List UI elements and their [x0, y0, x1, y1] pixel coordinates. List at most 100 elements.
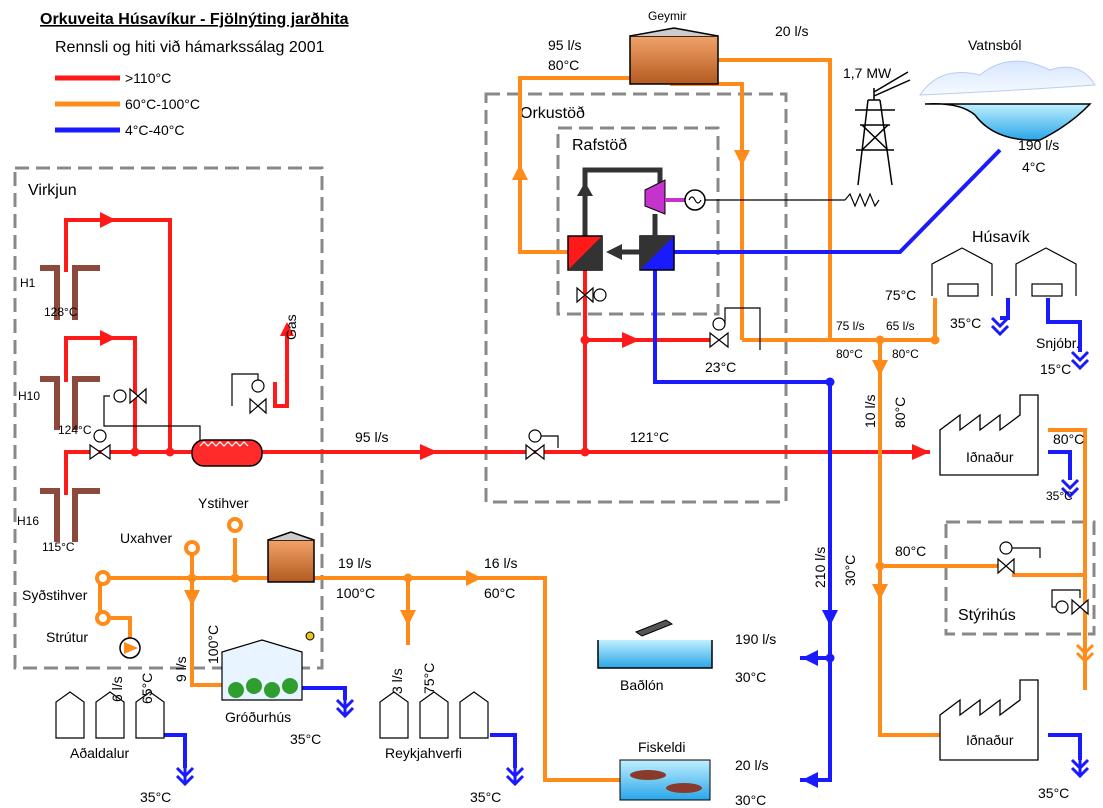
drain-icon	[1060, 478, 1080, 499]
cold-pipe-reykjahverfi	[490, 733, 517, 768]
valve-icon	[576, 286, 594, 304]
label-uxahver: Uxahver	[120, 530, 172, 546]
valve-icon	[249, 397, 267, 415]
arrow-icon	[802, 772, 818, 788]
well-name-h1: H1	[20, 276, 36, 290]
area-label-rafstod: Rafstöð	[572, 137, 627, 154]
factory-icon	[939, 394, 1039, 476]
label-snjobr-temp: 15°C	[1040, 361, 1071, 377]
label-idnadur-2: Iðnaður	[966, 732, 1014, 748]
cold-pipe-grodurhus	[302, 686, 347, 700]
wells	[40, 265, 100, 542]
radiator-icon	[1031, 283, 1063, 297]
cold-pipe-idnadur1-out	[1048, 450, 1072, 480]
label-flow-65: 65 l/s	[886, 319, 915, 333]
hot-pipes	[64, 218, 930, 495]
label-adaldalur: Aðaldalur	[70, 745, 129, 761]
gas-pipe	[273, 332, 289, 408]
label-temp-80a: 80°C	[836, 347, 863, 361]
steam-loop	[582, 167, 663, 236]
turbine-icon	[644, 179, 666, 215]
label-temp-60: 60°C	[484, 585, 515, 601]
spring-icon	[227, 517, 243, 533]
house-icon	[55, 691, 85, 739]
well-temp-h10: 124°C	[58, 423, 92, 437]
arrow-icon	[872, 360, 888, 376]
drain-icon	[175, 760, 195, 787]
well-icon	[40, 488, 100, 542]
house-icon	[135, 691, 165, 739]
power-tower-icon	[855, 71, 911, 186]
arrow-icon	[184, 590, 200, 606]
label-down-temp: 80°C	[892, 397, 908, 428]
cold-pipe-snjobr	[1046, 298, 1082, 352]
drain-symbols	[175, 316, 1090, 787]
label-husavik: Húsavík	[972, 229, 1031, 246]
label-flow-75: 75 l/s	[836, 319, 865, 333]
label-grodur-flow: 9 l/s	[173, 656, 189, 682]
well-temp-h1: 128°C	[44, 305, 78, 319]
label-badlon-temp: 30°C	[735, 669, 766, 685]
resistor-icon	[844, 192, 880, 208]
arrow-icon	[622, 332, 640, 348]
house-icon	[459, 691, 489, 739]
control-line	[724, 307, 761, 350]
reykjahverfi-houses	[379, 691, 489, 739]
radiator-icon	[947, 283, 979, 297]
legend-label-cold: 4°C-40°C	[125, 122, 184, 138]
well-icon	[40, 265, 100, 320]
label-temp-100: 100°C	[336, 585, 375, 601]
label-storage-temp: 80°C	[548, 57, 579, 73]
drain-icon	[1070, 350, 1090, 371]
control-line	[103, 395, 201, 440]
label-fisk-flow: 20 l/s	[735, 757, 768, 773]
arrow-icon	[802, 650, 818, 666]
warm-pipe-strutur	[98, 578, 132, 640]
area-box-virkjun	[13, 166, 324, 670]
arrow-icon	[822, 610, 838, 626]
warm-pipe-idnadur1-return	[1048, 428, 1087, 690]
label-grodur-temp: 100°C	[205, 625, 221, 664]
cold-junctions	[825, 377, 835, 663]
label-h-return: 35°C	[950, 315, 981, 331]
factory-icon	[939, 679, 1039, 761]
spring-markers	[95, 517, 243, 626]
house-icon	[95, 691, 125, 739]
valve-actuator-icon	[999, 541, 1013, 555]
label-adal-flow: 6 l/s	[109, 676, 125, 702]
label-reykjahverfi: Reykjahverfi	[385, 745, 462, 761]
label-vatnsbol-temp: 4°C	[1022, 159, 1046, 175]
steam-separator	[191, 439, 263, 467]
husavik-houses	[931, 247, 1077, 297]
area-box-styrihus	[944, 520, 1096, 636]
valve-actuator-icon	[251, 379, 265, 393]
valve-icon	[709, 331, 729, 349]
drain-icon	[990, 316, 1010, 337]
gas-label: Gas	[283, 314, 299, 340]
arrow-icon	[280, 322, 294, 336]
label-idnadur-1: Iðnaður	[966, 449, 1014, 465]
label-strutur: Strútur	[46, 629, 88, 645]
label-idnadur1-temp: 80°C	[1053, 431, 1084, 447]
drain-symbols-warm	[1075, 643, 1095, 664]
valve-icon	[129, 387, 147, 405]
label-temp-80b: 80°C	[892, 347, 919, 361]
arrow-icon	[400, 610, 416, 626]
valves-styrihus	[997, 541, 1089, 616]
water-source	[919, 60, 1096, 141]
label-badlon-flow: 190 l/s	[735, 631, 776, 647]
label-fisk-temp: 30°C	[735, 792, 766, 808]
label-adal-out: 35°C	[140, 789, 171, 805]
warm-pipe-storage-out	[718, 58, 832, 340]
valve-actuator-icon	[712, 317, 726, 331]
label-snjobr: Snjóbr.	[1036, 335, 1080, 351]
label-flow-210: 210 l/s	[812, 547, 828, 588]
label-reyk-out: 35°C	[470, 789, 501, 805]
fiskeldi-tank	[619, 759, 711, 801]
label-reyk-flow: 3 l/s	[389, 668, 405, 694]
industry-buildings	[939, 394, 1039, 761]
valve-actuator-icon	[528, 429, 542, 443]
house-icon	[379, 691, 409, 739]
area-label-orkustod: Orkustöð	[520, 105, 585, 122]
drain-icon	[1070, 752, 1090, 779]
